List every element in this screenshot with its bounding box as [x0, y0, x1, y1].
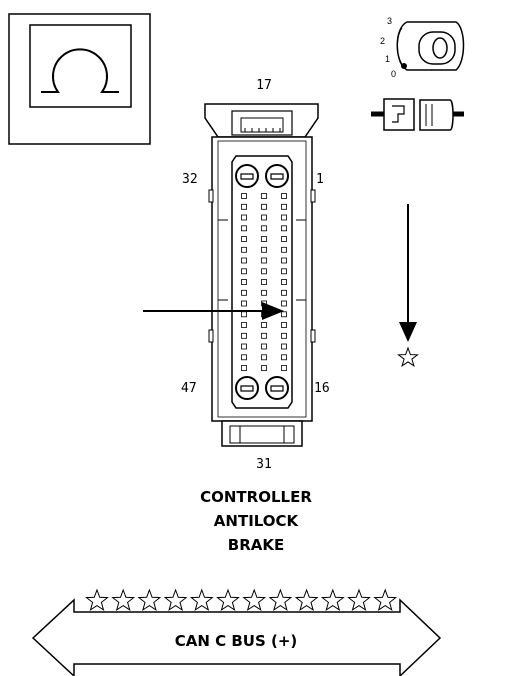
connector-pin [241, 300, 247, 307]
connector-pin [281, 246, 287, 253]
pin-label-16: 16 [314, 381, 330, 396]
connector-pin [261, 343, 267, 350]
pin-label-47: 47 [181, 381, 197, 396]
bus-star-icon [347, 588, 371, 612]
bus-star-icon [268, 588, 293, 612]
connector-pin [281, 279, 287, 285]
connector-pin [281, 343, 287, 350]
connector-pin [261, 246, 267, 253]
connector-pin [261, 225, 267, 232]
abs-connector-body [204, 103, 319, 447]
connector-pin [281, 311, 287, 318]
connector-pin [261, 279, 267, 285]
omega-symbol-icon [8, 13, 151, 145]
bus-star-icon [111, 588, 136, 612]
pin-label-1: 1 [316, 172, 324, 187]
can-bus-double-arrow [31, 598, 442, 676]
connector-pin [281, 354, 287, 361]
connector-pin [281, 214, 287, 221]
connector-pin [241, 289, 247, 296]
connector-pin [241, 236, 247, 242]
connector-pin [241, 203, 247, 210]
connector-pin [241, 257, 247, 264]
connector-pin [261, 236, 267, 242]
connector-pin [261, 257, 267, 264]
key-position-1: 1 [385, 54, 390, 64]
bus-star-row [85, 588, 398, 612]
connector-pin [241, 279, 247, 285]
bus-star-icon [216, 588, 240, 612]
connector-pin [281, 203, 287, 210]
component-title-line-1: CONTROLLER [200, 488, 312, 506]
ignition-key-icon: 3 2 1 0 [380, 16, 465, 79]
connector-pin [241, 343, 247, 350]
connector-pin [241, 268, 247, 275]
bus-star-icon [85, 588, 109, 612]
component-title-line-3: BRAKE [228, 536, 284, 554]
connector-pin [241, 225, 247, 232]
connector-pin [281, 332, 287, 339]
connector-pin [281, 289, 287, 296]
connector-pin [281, 365, 287, 371]
connector-pin [241, 332, 247, 339]
star-marker-icon [397, 346, 419, 367]
pin-label-31: 31 [256, 457, 272, 472]
connector-pin [281, 300, 287, 307]
connector-pin [261, 332, 267, 339]
connector-pin [261, 322, 267, 328]
connector-pin [261, 289, 267, 296]
connector-pin [241, 354, 247, 361]
bus-star-icon [294, 588, 319, 612]
can-bus-label: CAN C BUS (+) [175, 632, 298, 650]
connector-pin [281, 193, 287, 199]
connector-pin [241, 365, 247, 371]
connector-pin [261, 365, 267, 371]
connector-pin [261, 193, 267, 199]
pin-label-17: 17 [256, 78, 272, 93]
key-position-2: 2 [380, 36, 385, 46]
pin-label-32: 32 [182, 172, 198, 187]
connector-pin [281, 225, 287, 232]
connector-pin-grid [241, 193, 287, 371]
bus-star-icon [373, 588, 398, 612]
mounting-screw-icon [235, 164, 289, 400]
connector-pin [281, 257, 287, 264]
down-arrow-icon [399, 204, 417, 342]
bus-star-icon [189, 588, 214, 612]
bus-star-icon [320, 588, 345, 612]
key-position-3: 3 [387, 16, 392, 26]
connector-pin [261, 268, 267, 275]
bus-star-icon [163, 588, 188, 612]
pin-locator-arrow-icon [143, 302, 284, 320]
connector-pin [261, 354, 267, 361]
connector-pin [281, 268, 287, 275]
connector-pin [241, 193, 247, 199]
connector-pin [241, 311, 247, 318]
inline-connector-icon [371, 98, 464, 131]
connector-pin [241, 322, 247, 328]
key-position-0: 0 [391, 69, 396, 79]
bus-star-icon [242, 588, 267, 612]
bus-star-icon [137, 588, 162, 612]
connector-pin [261, 214, 267, 221]
connector-pin [281, 322, 287, 328]
connector-pin [281, 236, 287, 242]
connector-pin [241, 214, 247, 221]
connector-pin [261, 203, 267, 210]
component-title-line-2: ANTILOCK [214, 512, 300, 530]
connector-pin [241, 246, 247, 253]
